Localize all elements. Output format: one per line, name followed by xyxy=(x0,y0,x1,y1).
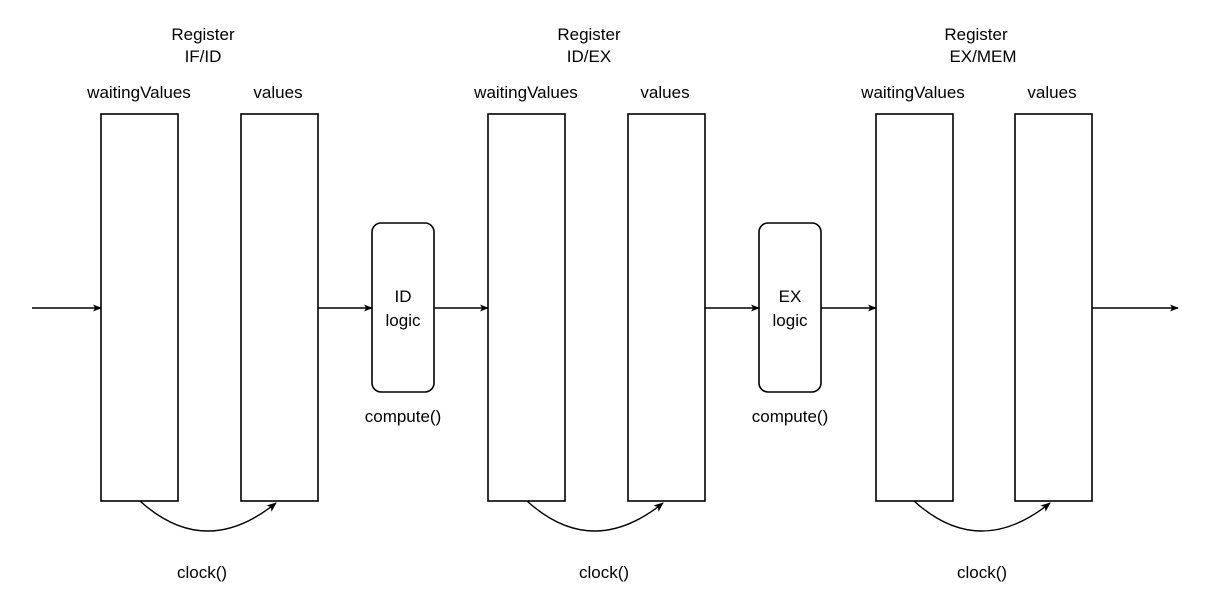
values-label: values xyxy=(640,83,689,102)
clock-label: clock() xyxy=(177,563,227,582)
register-title-line1: Register xyxy=(944,25,1008,44)
clock-arrow xyxy=(913,500,1051,532)
id-logic-block: ID logic compute() xyxy=(365,222,442,426)
compute-label: compute() xyxy=(365,407,442,426)
values-label: values xyxy=(1027,83,1076,102)
waiting-values-label: waitingValues xyxy=(473,83,578,102)
clock-arrow xyxy=(139,500,277,532)
logic-label-line2: logic xyxy=(386,311,421,330)
logic-label-line1: ID xyxy=(395,287,412,306)
values-box xyxy=(1014,113,1093,502)
waiting-values-label: waitingValues xyxy=(860,83,965,102)
waiting-values-box xyxy=(487,113,566,502)
values-label: values xyxy=(253,83,302,102)
register-title-line2: EX/MEM xyxy=(949,47,1016,66)
clock-arrow xyxy=(526,500,664,532)
compute-label: compute() xyxy=(752,407,829,426)
waiting-values-label: waitingValues xyxy=(86,83,191,102)
logic-box xyxy=(371,222,435,393)
clock-label: clock() xyxy=(579,563,629,582)
register-title-line2: IF/ID xyxy=(185,47,222,66)
waiting-values-box xyxy=(100,113,179,502)
register-title-line2: ID/EX xyxy=(567,47,611,66)
register-id-ex: Register ID/EX waitingValues values cloc… xyxy=(473,25,706,582)
waiting-values-box xyxy=(875,113,954,502)
values-box xyxy=(627,113,706,502)
register-ex-mem: Register EX/MEM waitingValues values clo… xyxy=(860,25,1093,582)
clock-label: clock() xyxy=(957,563,1007,582)
logic-label-line1: EX xyxy=(779,287,802,306)
register-if-id: Register IF/ID waitingValues values cloc… xyxy=(86,25,319,582)
register-title-line1: Register xyxy=(171,25,235,44)
logic-box xyxy=(758,222,822,393)
register-title-line1: Register xyxy=(557,25,621,44)
values-box xyxy=(240,113,319,502)
ex-logic-block: EX logic compute() xyxy=(752,222,829,426)
logic-label-line2: logic xyxy=(773,311,808,330)
